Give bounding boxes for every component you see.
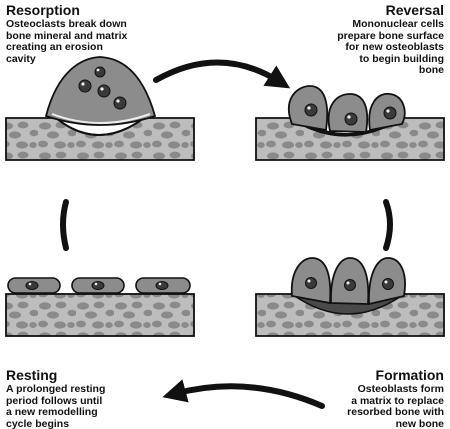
reversal-panel <box>255 85 445 161</box>
formation-title: Formation <box>375 367 444 383</box>
resting-panel <box>5 277 195 337</box>
resorption-description: Osteoclasts break down bone mineral and … <box>6 18 128 65</box>
resting-description: A prolonged resting period follows until… <box>6 383 106 429</box>
reversal-title: Reversal <box>385 2 444 18</box>
resting-bone-block <box>5 293 195 337</box>
resting-title: Resting <box>6 367 58 383</box>
reversal-description: Mononuclear cells prepare bone surface f… <box>337 18 444 76</box>
arrow-formation-to-resting <box>162 379 325 409</box>
cycle-arrows <box>60 59 393 409</box>
resorption-erosion-cavity <box>55 117 145 136</box>
formation-panel <box>255 257 445 337</box>
arrow-resorption-to-reversal <box>153 59 291 89</box>
resorption-title: Resorption <box>6 2 80 18</box>
connector-right <box>383 199 393 251</box>
resorption-panel <box>5 56 195 161</box>
connector-left <box>60 199 69 251</box>
formation-description: Osteoblasts form a matrix to replace res… <box>347 383 444 429</box>
